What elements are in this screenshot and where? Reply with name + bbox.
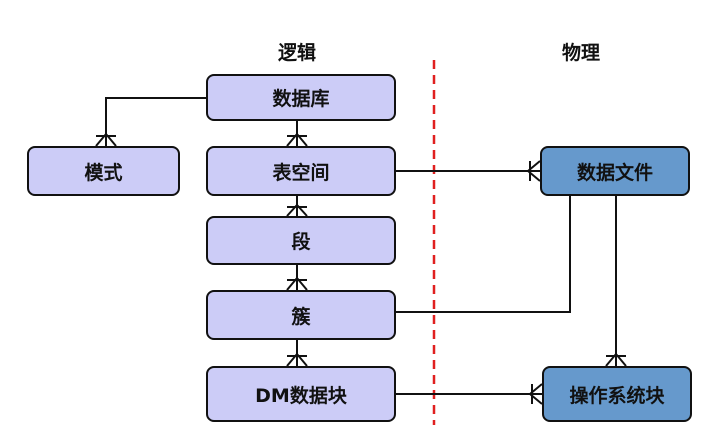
crowfoot-datafile	[526, 160, 541, 182]
entity-label: 数据文件	[576, 161, 653, 184]
logical-column-title: 逻辑	[277, 42, 317, 64]
entity-schema[interactable]: 模式	[27, 146, 180, 196]
crowfoot-dmblock	[286, 352, 308, 367]
entity-dm-block[interactable]: DM数据块	[206, 366, 396, 422]
entity-label: 数据库	[272, 88, 330, 110]
entity-tablespace[interactable]: 表空间	[206, 146, 396, 196]
crowfoot-cluster	[286, 276, 308, 291]
entity-os-block[interactable]: 操作系统块	[542, 366, 692, 422]
crowfoot-os-from-dm	[528, 383, 543, 405]
entity-label: DM数据块	[255, 384, 347, 407]
cluster-datafile-link	[396, 196, 571, 313]
schema-database-link	[105, 97, 206, 146]
entity-label: 表空间	[272, 161, 330, 184]
entity-label: 模式	[84, 161, 123, 184]
entity-label: 簇	[291, 305, 311, 328]
crowfoot-schema	[95, 132, 117, 147]
entity-datafile[interactable]: 数据文件	[540, 146, 690, 196]
entity-label: 段	[291, 231, 311, 253]
physical-column-title: 物理	[561, 42, 601, 64]
crowfoot-osblock	[605, 352, 627, 367]
entity-label: 操作系统块	[569, 384, 665, 407]
entity-cluster[interactable]: 簇	[206, 290, 396, 340]
entity-segment[interactable]: 段	[206, 216, 396, 265]
entity-database[interactable]: 数据库	[206, 74, 396, 121]
crowfoot-tablespace	[286, 132, 308, 147]
crowfoot-segment	[286, 203, 308, 217]
